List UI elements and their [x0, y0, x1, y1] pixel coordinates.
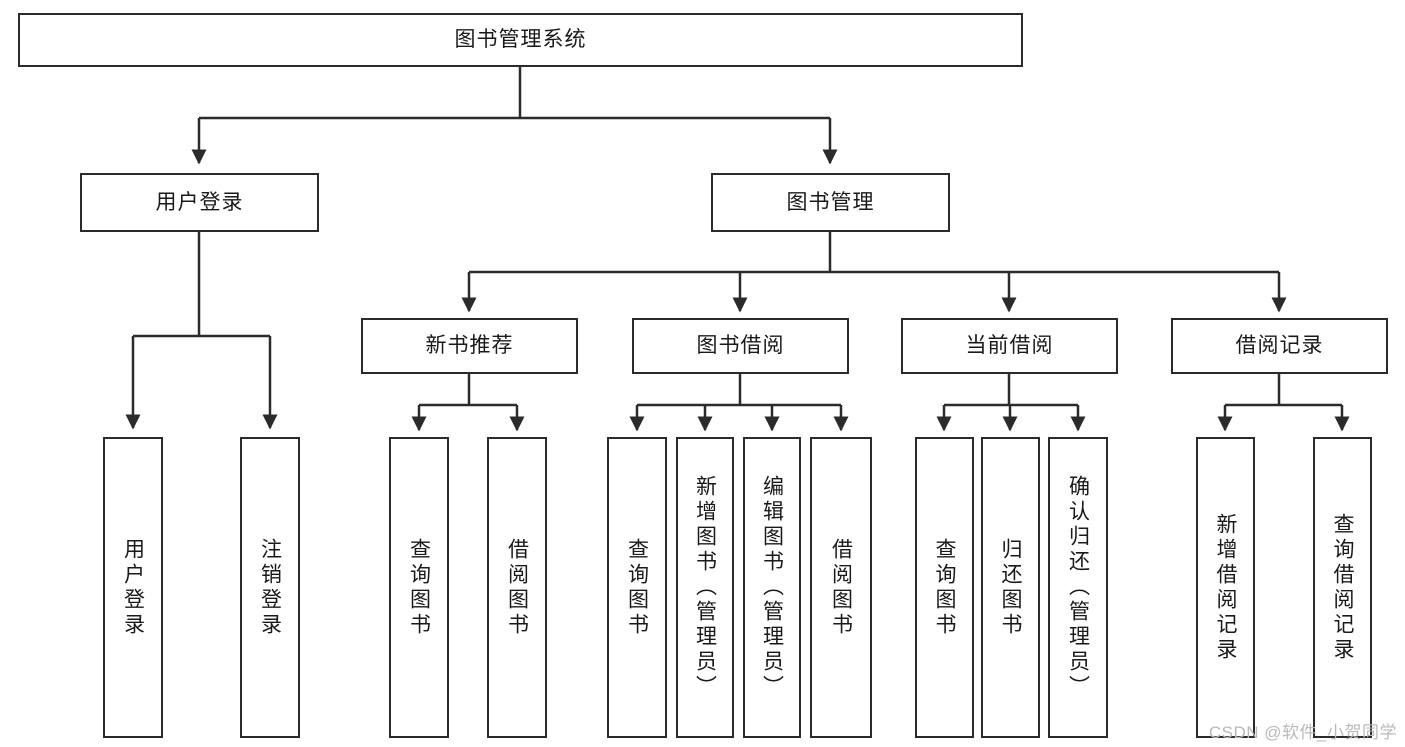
node-borrow-record[interactable]: 借阅记录 — [1171, 318, 1388, 374]
leaf-label: 借阅图书 — [829, 537, 853, 638]
leaf-new-book-search[interactable]: 查询图书 — [389, 437, 449, 738]
leaf-user-login-signout[interactable]: 注销登录 — [240, 437, 300, 738]
leaf-label: 查询图书 — [625, 537, 649, 638]
leaf-label: 用户登录 — [121, 537, 145, 638]
node-book-management-label: 图书管理 — [786, 190, 875, 214]
leaf-label: 确认归还（管理员） — [1066, 475, 1090, 700]
node-user-login[interactable]: 用户登录 — [80, 173, 319, 232]
leaf-label: 借阅图书 — [505, 537, 529, 638]
leaf-borrow-edit-book-admin[interactable]: 编辑图书（管理员） — [743, 437, 801, 738]
node-borrow-record-label: 借阅记录 — [1235, 334, 1324, 358]
leaf-borrow-search-book[interactable]: 查询图书 — [607, 437, 667, 738]
leaf-label: 查询借阅记录 — [1331, 512, 1355, 663]
node-root[interactable]: 图书管理系统 — [18, 13, 1023, 67]
leaf-record-search[interactable]: 查询借阅记录 — [1313, 437, 1372, 738]
leaf-borrow-borrow-book[interactable]: 借阅图书 — [810, 437, 872, 738]
node-current-borrow[interactable]: 当前借阅 — [901, 318, 1118, 374]
node-new-book-recommend-label: 新书推荐 — [425, 334, 514, 358]
leaf-current-confirm-return-admin[interactable]: 确认归还（管理员） — [1048, 437, 1108, 738]
node-new-book-recommend[interactable]: 新书推荐 — [361, 318, 578, 374]
leaf-label: 编辑图书（管理员） — [760, 475, 784, 700]
node-current-borrow-label: 当前借阅 — [965, 334, 1054, 358]
node-user-login-label: 用户登录 — [155, 190, 244, 214]
leaf-user-login-signin[interactable]: 用户登录 — [103, 437, 163, 738]
watermark: CSDN @软件_小贺同学 — [1208, 723, 1397, 742]
node-book-borrow[interactable]: 图书借阅 — [632, 318, 849, 374]
leaf-current-return-book[interactable]: 归还图书 — [981, 437, 1040, 738]
leaf-record-add[interactable]: 新增借阅记录 — [1196, 437, 1255, 738]
node-book-borrow-label: 图书借阅 — [696, 334, 785, 358]
node-book-management[interactable]: 图书管理 — [711, 173, 950, 232]
leaf-current-search-book[interactable]: 查询图书 — [915, 437, 974, 738]
leaf-label: 归还图书 — [999, 537, 1023, 638]
leaf-label: 新增借阅记录 — [1214, 512, 1238, 663]
leaf-label: 查询图书 — [933, 537, 957, 638]
leaf-new-book-borrow[interactable]: 借阅图书 — [487, 437, 547, 738]
leaf-label: 新增图书（管理员） — [693, 475, 717, 700]
leaf-borrow-add-book-admin[interactable]: 新增图书（管理员） — [676, 437, 734, 738]
node-root-label: 图书管理系统 — [454, 28, 587, 52]
leaf-label: 注销登录 — [258, 537, 282, 638]
leaf-label: 查询图书 — [407, 537, 431, 638]
